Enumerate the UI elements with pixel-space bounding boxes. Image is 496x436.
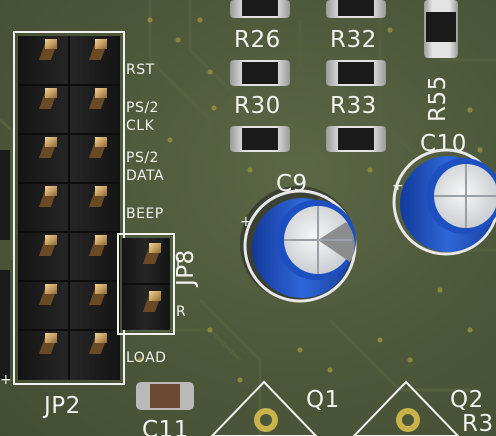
jp2-header bbox=[18, 36, 120, 380]
capacitor-c11-body bbox=[136, 382, 194, 410]
transistor-q1-footprint bbox=[210, 380, 318, 436]
jp2-pin-right-5 bbox=[88, 235, 107, 256]
resistor-r32-label: R32 bbox=[330, 27, 377, 53]
jp2-pin-label-ps2-1: PS/2 bbox=[126, 100, 159, 116]
jp8-pin-r bbox=[142, 291, 161, 312]
capacitor-c9-polarity: + bbox=[240, 214, 253, 230]
jp2-pin-right-3 bbox=[88, 137, 107, 158]
jp2-pin-left-7 bbox=[38, 333, 57, 354]
jp2-ref-label: JP2 bbox=[44, 393, 81, 419]
resistor-r33-lower-body bbox=[326, 126, 386, 152]
edge-plus-marker: + bbox=[0, 372, 13, 388]
jp2-pin-right-2 bbox=[88, 88, 107, 109]
resistor-r32-pads bbox=[326, 0, 386, 18]
resistor-r55-body bbox=[424, 0, 458, 58]
jp2-pin-label-beep: BEEP bbox=[126, 206, 164, 222]
jp2-pin-left-4 bbox=[38, 186, 57, 207]
resistor-r30-body bbox=[230, 60, 290, 86]
jp2-pin-left-6 bbox=[38, 284, 57, 305]
capacitor-c10-polarity: + bbox=[392, 178, 405, 194]
capacitor-c11-label: C11 bbox=[142, 417, 189, 436]
resistor-r30-lower-body bbox=[230, 126, 290, 152]
jp2-pin-left-5 bbox=[38, 235, 57, 256]
jp2-pin-right-1 bbox=[88, 39, 107, 60]
jp8-ref-label: JP8 bbox=[173, 249, 199, 286]
capacitor-c10-label: C10 bbox=[420, 131, 467, 157]
resistor-r55-label: R55 bbox=[425, 75, 451, 122]
jp2-pin-label-clk: CLK bbox=[126, 118, 155, 134]
jp2-pin-label-data: DATA bbox=[126, 168, 165, 184]
capacitor-c9-label: C9 bbox=[276, 171, 308, 197]
jp8-pin-l bbox=[142, 243, 161, 264]
jp2-pin-left-1 bbox=[38, 39, 57, 60]
jp8-pin-label-r: R bbox=[176, 304, 187, 320]
jp8-outline bbox=[117, 233, 175, 335]
resistor-r3-label: R3 bbox=[462, 411, 494, 436]
capacitor-c10 bbox=[392, 148, 496, 256]
resistor-r33-label: R33 bbox=[330, 93, 377, 119]
jp8-header bbox=[122, 238, 170, 330]
jp2-pin-label-rst: RST bbox=[126, 62, 155, 78]
resistor-r26-pads bbox=[230, 0, 290, 18]
jp2-pin-left-2 bbox=[38, 88, 57, 109]
transistor-q2-label: Q2 bbox=[450, 387, 484, 413]
jp2-pin-left-3 bbox=[38, 137, 57, 158]
jp8-pins bbox=[142, 243, 161, 312]
capacitor-c9 bbox=[240, 186, 357, 303]
jp2-pin-right-6 bbox=[88, 284, 107, 305]
jp2-pins bbox=[38, 39, 107, 354]
resistor-r26-label: R26 bbox=[234, 27, 281, 53]
left-edge-header bbox=[0, 150, 10, 380]
resistor-r33-body bbox=[326, 60, 386, 86]
jp8-pin-label-l: L bbox=[176, 256, 185, 272]
jp2-pin-label-ps2-2: PS/2 bbox=[126, 150, 159, 166]
jp2-outline bbox=[13, 31, 125, 385]
jp2-pin-right-7 bbox=[88, 333, 107, 354]
jp2-pin-label-load: LOAD bbox=[126, 350, 167, 366]
transistor-q1-label: Q1 bbox=[306, 387, 340, 413]
transistor-q2-footprint bbox=[352, 380, 460, 436]
jp2-pin-right-4 bbox=[88, 186, 107, 207]
resistor-r30-label: R30 bbox=[234, 93, 281, 119]
